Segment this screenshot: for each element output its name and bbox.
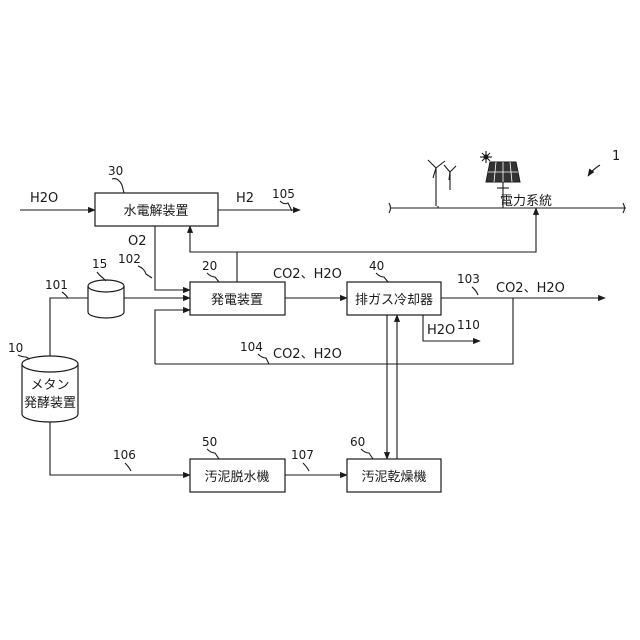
sludge-dryer-leader — [361, 449, 373, 459]
condensate-label: H2O — [427, 323, 455, 338]
tank-ref: 15 — [92, 257, 107, 271]
exhaust-cooler-label: 排ガス冷却器 — [355, 293, 433, 308]
dewatering-leader — [207, 449, 219, 459]
generator-ref: 20 — [202, 259, 217, 273]
power-supply-line — [190, 208, 536, 252]
biogas-leader — [62, 292, 68, 298]
h2-outflow-ref: 105 — [272, 187, 295, 201]
grid-break-left — [389, 203, 391, 213]
biogas-ref: 101 — [45, 278, 68, 292]
electrolyzer-leader — [112, 179, 124, 193]
electrolyzer-label: 水電解装置 — [123, 204, 188, 219]
recycle-label: CO2、H2O — [273, 347, 342, 362]
biogas-line-a — [50, 298, 88, 358]
dewatered-leader — [303, 463, 309, 471]
sun-icon — [480, 151, 492, 163]
exhaust-cooler-leader — [376, 273, 388, 282]
generator-exhaust-label: CO2、H2O — [273, 267, 342, 282]
generator-leader — [207, 273, 219, 282]
o2-label: O2 — [128, 234, 147, 249]
electrolyzer-ref: 30 — [108, 164, 123, 178]
digester-label-line1: メタン — [30, 378, 69, 393]
recycle-leader — [258, 354, 269, 364]
h2-outflow-label: H2 — [236, 191, 254, 206]
o2-ref: 102 — [118, 252, 141, 266]
dewatering-ref: 50 — [202, 435, 217, 449]
generator-label: 発電装置 — [211, 293, 263, 308]
cooler-exhaust-label: CO2、H2O — [496, 281, 565, 296]
o2-leader — [138, 266, 152, 278]
digester-label-line2: 発酵装置 — [24, 396, 76, 411]
cooler-exhaust-ref: 103 — [457, 272, 480, 286]
digester-leader — [18, 355, 30, 359]
cooler-exhaust-leader — [472, 287, 478, 295]
h2o-inflow-label: H2O — [30, 191, 58, 206]
sludge-ref: 106 — [113, 448, 136, 462]
sludge-dryer-ref: 60 — [350, 435, 365, 449]
dewatered-ref: 107 — [291, 448, 314, 462]
recycle-ref: 104 — [240, 340, 263, 354]
gas-holder-tank — [88, 280, 124, 318]
figure-number-leader — [588, 165, 600, 176]
solar-panel-icon — [486, 162, 520, 188]
condensate-ref: 110 — [457, 318, 480, 332]
digester-ref: 10 — [8, 341, 23, 355]
figure-number: 1 — [612, 149, 620, 164]
dewatering-label: 汚泥脱水機 — [204, 470, 269, 485]
sludge-leader — [125, 463, 131, 471]
power-grid-label: 電力系統 — [500, 194, 552, 209]
recycle-inlet-line — [155, 310, 190, 364]
exhaust-cooler-ref: 40 — [369, 259, 384, 273]
o2-line — [155, 226, 190, 290]
sludge-dryer-label: 汚泥乾燥機 — [361, 470, 426, 485]
wind-turbine-icon — [428, 160, 456, 206]
